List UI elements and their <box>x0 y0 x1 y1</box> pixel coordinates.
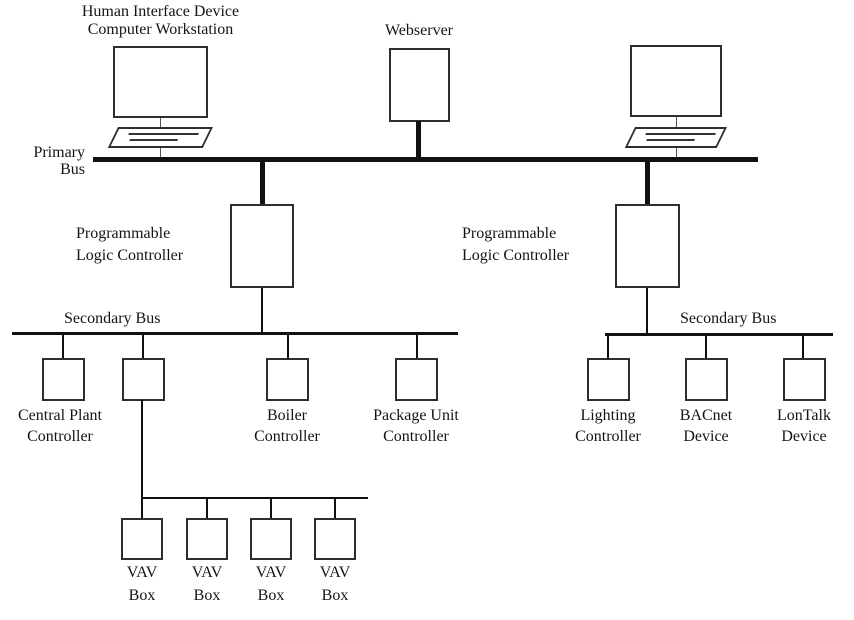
keyboard-icon <box>107 127 213 148</box>
vav-label-line1: VAV <box>126 564 158 581</box>
webserver-label: Webserver <box>384 22 453 39</box>
central-plant-label-line1: Central Plant <box>18 407 102 424</box>
lighting-controller-label: Lighting Controller <box>543 405 673 447</box>
monitor-icon <box>113 46 208 118</box>
stub-vav-2 <box>206 499 208 518</box>
vav-label-line2: Box <box>257 587 285 604</box>
vav-bus-line <box>141 497 368 499</box>
plc-left-drop-line <box>260 162 265 204</box>
vav-label-line2: Box <box>128 587 156 604</box>
keyboard-key-row-line <box>129 139 179 141</box>
bacnet-label-line1: BACnet <box>679 407 733 424</box>
vav-label-line1: VAV <box>319 564 351 581</box>
workstation-label-line2: Computer Workstation <box>87 21 234 38</box>
vav-box-1 <box>121 518 163 560</box>
lighting-label-line1: Lighting <box>580 407 636 424</box>
lontalk-label-line1: LonTalk <box>777 407 831 424</box>
plc-right-label-line1: Programmable <box>462 225 557 242</box>
vav-box-1-label: VAV Box <box>112 561 172 607</box>
stub-bacnet <box>705 335 707 358</box>
bacnet-label-line2: Device <box>683 428 729 445</box>
stub-central-plant <box>62 334 64 358</box>
boiler-controller-label: Boiler Controller <box>222 405 352 447</box>
workstation-bus-connector <box>676 148 677 157</box>
lighting-label-line2: Controller <box>575 428 641 445</box>
keyboard-key-row-line <box>128 133 200 135</box>
secondary-bus-left-line <box>12 332 458 335</box>
webserver-box <box>389 48 450 122</box>
package-unit-label-line2: Controller <box>383 428 449 445</box>
monitor-stand-line <box>160 118 161 127</box>
vav-junction-box <box>122 358 165 401</box>
bacnet-device-label: BACnet Device <box>641 405 771 447</box>
central-plant-label-line2: Controller <box>27 428 93 445</box>
primary-bus-label-line1: Primary <box>33 144 85 161</box>
stub-lontalk <box>802 335 804 358</box>
central-plant-controller-box <box>42 358 85 401</box>
stub-boiler <box>287 334 289 358</box>
plc-right-drop-line <box>645 162 650 204</box>
secondary-bus-left-label: Secondary Bus <box>64 310 161 327</box>
lontalk-device-box <box>783 358 826 401</box>
secondary-bus-right-line <box>605 333 833 336</box>
vav-box-2-label: VAV Box <box>177 561 237 607</box>
plc-right-label: Programmable Logic Controller <box>462 223 632 267</box>
lontalk-device-label: LonTalk Device <box>739 405 854 447</box>
boiler-label-line2: Controller <box>254 428 320 445</box>
vav-label-line2: Box <box>193 587 221 604</box>
plc-left-label: Programmable Logic Controller <box>76 223 246 267</box>
lontalk-label-line2: Device <box>781 428 827 445</box>
stub-vav-junction <box>142 334 144 358</box>
plc-right-label-line2: Logic Controller <box>462 247 570 264</box>
secondary-bus-right-label: Secondary Bus <box>680 310 777 327</box>
vav-label-line2: Box <box>321 587 349 604</box>
stub-lighting <box>607 335 609 358</box>
vav-box-3 <box>250 518 292 560</box>
keyboard-key-row-line <box>645 133 717 135</box>
boiler-label-line1: Boiler <box>267 407 307 424</box>
monitor-stand-line <box>676 117 677 127</box>
workstation-label-line1: Human Interface Device <box>81 3 240 20</box>
primary-bus-line <box>93 157 758 162</box>
vav-box-4-label: VAV Box <box>305 561 365 607</box>
package-unit-controller-box <box>395 358 438 401</box>
plc-right-box <box>615 204 680 288</box>
workstation-bus-connector <box>160 148 161 157</box>
webserver-bus-connector <box>416 121 421 157</box>
workstation-label: Human Interface Device Computer Workstat… <box>58 3 263 39</box>
bacnet-device-box <box>685 358 728 401</box>
keyboard-icon <box>624 127 727 148</box>
central-plant-controller-label: Central Plant Controller <box>0 405 125 447</box>
plc-left-label-line1: Programmable <box>76 225 171 242</box>
primary-bus-label-line2: Bus <box>60 161 85 178</box>
vav-label-line1: VAV <box>255 564 287 581</box>
vav-junction-drop-line <box>141 400 143 518</box>
stub-vav-4 <box>334 499 336 518</box>
boiler-controller-box <box>266 358 309 401</box>
plc-left-label-line2: Logic Controller <box>76 247 184 264</box>
vav-box-4 <box>314 518 356 560</box>
package-unit-controller-label: Package Unit Controller <box>351 405 481 447</box>
package-unit-label-line1: Package Unit <box>373 407 459 424</box>
vav-box-3-label: VAV Box <box>241 561 301 607</box>
lighting-controller-box <box>587 358 630 401</box>
monitor-icon <box>630 45 722 117</box>
vav-box-2 <box>186 518 228 560</box>
stub-package-unit <box>416 334 418 358</box>
stub-vav-3 <box>270 499 272 518</box>
plc-left-box <box>230 204 294 288</box>
plc-right-secondary-connector <box>646 288 648 334</box>
keyboard-key-row-line <box>646 139 696 141</box>
vav-label-line1: VAV <box>191 564 223 581</box>
plc-left-secondary-connector <box>261 288 263 333</box>
primary-bus-label: Primary Bus <box>15 144 85 178</box>
